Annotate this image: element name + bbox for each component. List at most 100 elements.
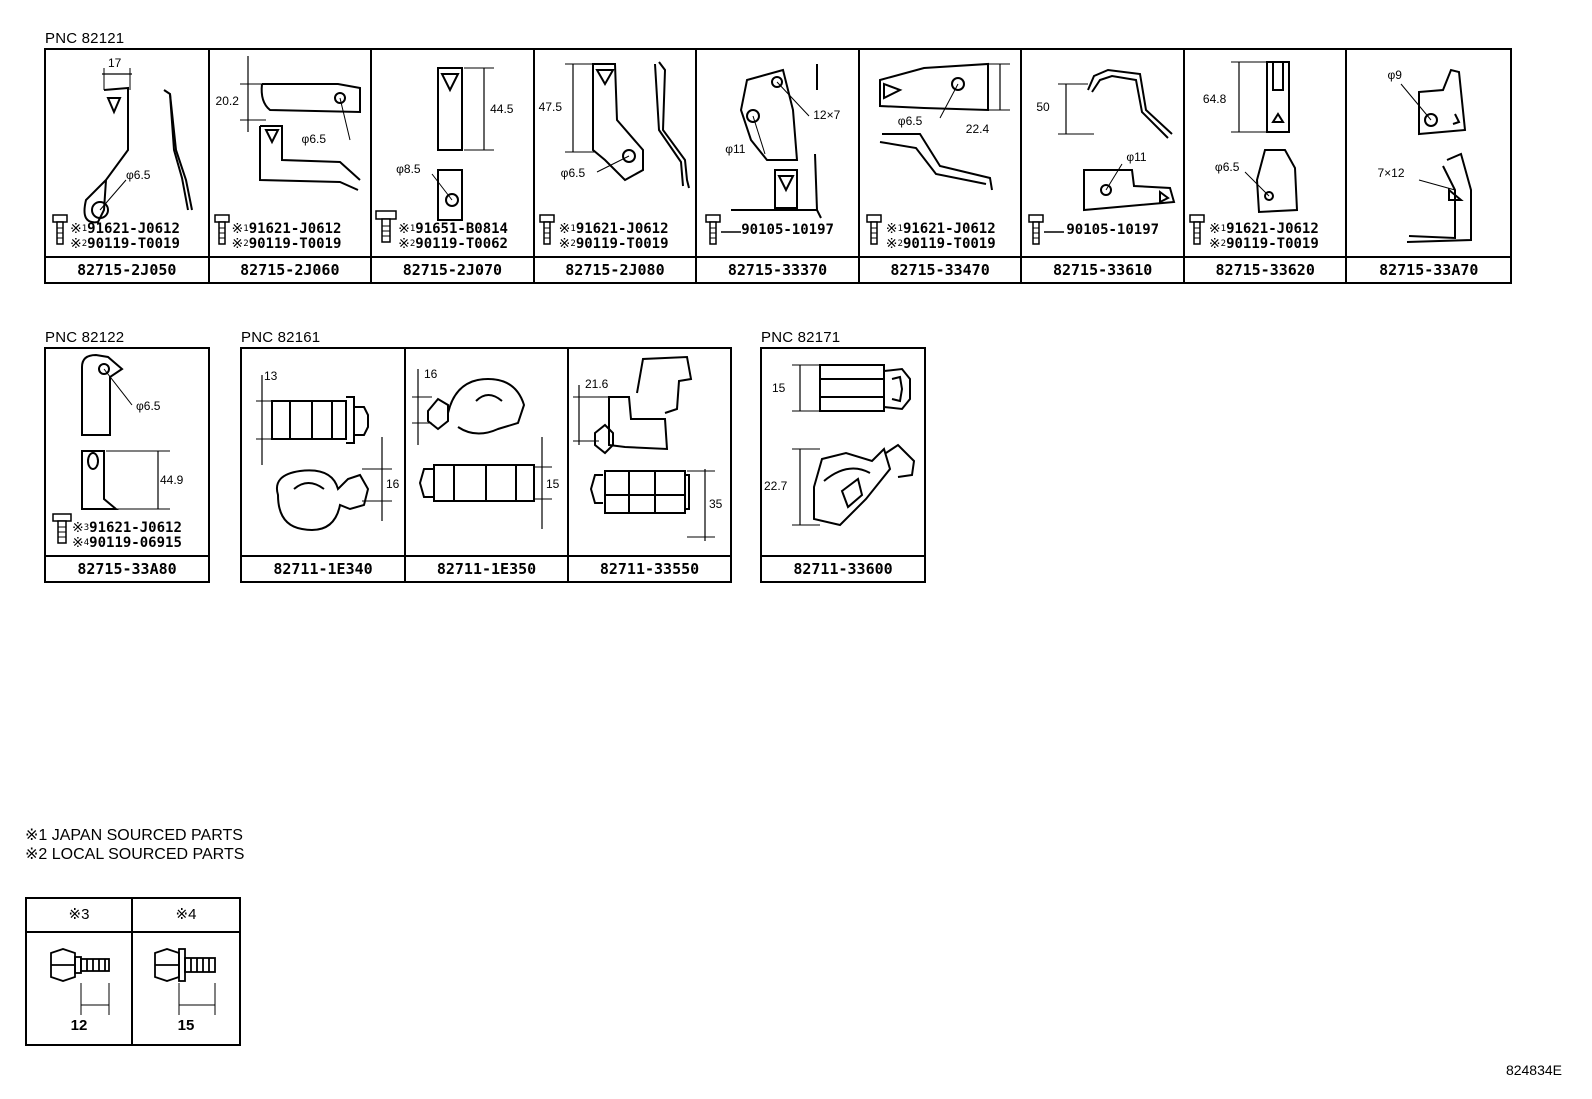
dimension-label: 15 (772, 381, 786, 395)
part-cell[interactable]: 64.8 φ6.5 ※191621-J0612 ※290119-T0019 82… (1184, 50, 1348, 282)
parts-group-82161: 13 16 82711-1E340 16 15 82711- (240, 347, 732, 583)
dimension-label: φ11 (725, 142, 746, 156)
part-number[interactable]: 82715-2J070 (372, 256, 533, 282)
part-cell[interactable]: 21.6 35 82711-33550 (569, 349, 730, 581)
part-drawing: 13 16 (242, 349, 404, 555)
part-number[interactable]: 82711-1E350 (406, 555, 567, 581)
bolt-icon (1189, 214, 1205, 245)
dimension-label: φ6.5 (1214, 160, 1240, 174)
bolt-part-line: ※290119-T0062 (398, 236, 508, 252)
part-number[interactable]: 82715-33A70 (1347, 256, 1511, 282)
part-number[interactable]: 82715-2J060 (209, 256, 371, 282)
dimension-label: φ6.5 (301, 132, 327, 146)
bolt-icon (52, 513, 72, 544)
dimension-label: 64.8 (1202, 92, 1227, 106)
bolt-table-header: ※4 (133, 899, 239, 933)
dimension-label: 35 (709, 497, 723, 511)
bolt-part-line: ※290119-T0019 (231, 236, 342, 252)
bolt-table-header: ※3 (27, 899, 131, 933)
bolt-part-line: ※290119-T0019 (558, 236, 669, 252)
bolt-part-line: ※191651-B0814 (398, 221, 508, 237)
dimension-label: 15 (546, 477, 560, 491)
part-cell[interactable]: 16 15 82711-1E350 (406, 349, 569, 581)
part-drawing: 16 15 (406, 349, 567, 555)
diagram-code: 824834E (1505, 1062, 1562, 1078)
bolt-icon (213, 214, 230, 245)
bolt-icon (1028, 214, 1045, 245)
dimension-label: φ9 (1387, 68, 1402, 82)
dimension-label: 17 (108, 56, 122, 70)
part-number[interactable]: 82711-33600 (762, 555, 924, 581)
part-cell[interactable]: 15 22.7 82711-33600 (762, 349, 924, 581)
part-drawing: φ6.5 44.9 (46, 349, 208, 555)
dimension-label: 20.2 (215, 94, 239, 108)
footnote: ※1 JAPAN SOURCED PARTS (25, 827, 243, 844)
bolt-part-line: ※290119-T0019 (1208, 236, 1319, 252)
part-drawing: φ9 7×12 (1347, 50, 1510, 256)
part-number[interactable]: 82715-2J080 (534, 256, 696, 282)
part-cell[interactable]: 50 φ11 90105-10197 82715-33610 (1022, 50, 1185, 282)
part-number[interactable]: 82715-33610 (1022, 256, 1183, 282)
part-drawing: 47.5 φ6.5 (535, 50, 696, 256)
bolt-part-line: ※191621-J0612 (558, 221, 669, 237)
part-drawing: φ6.5 22.4 (860, 50, 1021, 256)
part-number[interactable]: 82715-33A80 (46, 555, 208, 581)
bolt-part-line: ※191621-J0612 (231, 221, 342, 237)
dimension-label: 44.9 (160, 473, 184, 487)
part-cell[interactable]: 44.5 φ8.5 ※191651-B0814 ※290119-T0062 82… (372, 50, 535, 282)
part-drawing: 44.5 φ8.5 (372, 50, 533, 256)
pnc-label: PNC 82121 (45, 30, 125, 47)
part-drawing: 20.2 φ6.5 (210, 50, 371, 256)
bolt-icon (50, 948, 110, 1015)
part-cell[interactable]: 13 16 82711-1E340 (242, 349, 406, 581)
part-cell[interactable]: φ9 7×12 82715-33A70 (1347, 50, 1511, 282)
bolt-part-line: ※191621-J0612 (1208, 221, 1319, 237)
parts-group-82122: φ6.5 44.9 ※391621-J0612 ※490119-06915 82… (44, 347, 210, 583)
bolt-icon (154, 948, 216, 1015)
part-cell[interactable]: φ6.5 44.9 ※391621-J0612 ※490119-06915 82… (46, 349, 208, 581)
bolt-length-label: 15 (177, 1017, 195, 1034)
part-cell[interactable]: 17 φ6.5 ※191621-J0612 ※290119-T0019 8271… (46, 50, 210, 282)
dimension-label: 12×7 (813, 108, 841, 122)
part-drawing: 12×7 φ11 (697, 50, 858, 256)
dimension-label: 47.5 (538, 100, 563, 114)
bolt-length-label: 12 (70, 1017, 88, 1034)
dimension-label: φ6.5 (560, 166, 586, 180)
pnc-label: PNC 82161 (241, 329, 321, 346)
bolt-icon (538, 214, 555, 245)
part-number[interactable]: 82715-33470 (859, 256, 1021, 282)
part-cell[interactable]: 12×7 φ11 90105-10197 82715-33370 (697, 50, 860, 282)
dimension-label: φ6.5 (136, 399, 161, 413)
part-number[interactable]: 82711-1E340 (242, 555, 404, 581)
dimension-label: 7×12 (1377, 166, 1405, 180)
bolt-part-line: 90105-10197 (1066, 222, 1160, 238)
pnc-label: PNC 82122 (45, 329, 125, 346)
part-drawing: 64.8 φ6.5 (1185, 50, 1346, 256)
part-drawing: 15 22.7 (762, 349, 924, 555)
dimension-label: φ11 (1126, 150, 1147, 164)
dimension-label: φ6.5 (897, 114, 923, 128)
bolt-icon (705, 214, 721, 245)
dimension-label: 22.4 (965, 122, 990, 136)
dimension-label: 22.7 (764, 479, 788, 493)
bolt-table-column: ※4 15 (133, 899, 239, 1044)
bolt-part-line: ※290119-T0019 (70, 236, 180, 252)
part-drawing: 50 φ11 (1022, 50, 1183, 256)
part-number[interactable]: 82715-2J050 (46, 256, 208, 282)
part-number[interactable]: 82715-33370 (697, 256, 858, 282)
part-cell[interactable]: 47.5 φ6.5 ※191621-J0612 ※290119-T0019 82… (534, 50, 698, 282)
bolt-icon (52, 214, 68, 245)
part-number[interactable]: 82711-33550 (569, 555, 730, 581)
bolt-icon (375, 210, 397, 243)
dimension-label: 50 (1036, 100, 1050, 114)
dimension-label: φ6.5 (126, 168, 151, 182)
dimension-label: 16 (424, 367, 438, 381)
footnote: ※2 LOCAL SOURCED PARTS (25, 846, 245, 863)
parts-group-82121: 17 φ6.5 ※191621-J0612 ※290119-T0019 8271… (44, 48, 1512, 284)
pnc-label: PNC 82171 (761, 329, 841, 346)
part-cell[interactable]: φ6.5 22.4 ※191621-J0612 ※290119-T0019 82… (859, 50, 1023, 282)
part-cell[interactable]: 20.2 φ6.5 ※191621-J0612 ※290119-T0019 82… (209, 50, 373, 282)
bolt-icon (866, 214, 882, 245)
part-drawing: 17 φ6.5 (46, 50, 208, 256)
part-number[interactable]: 82715-33620 (1184, 256, 1346, 282)
